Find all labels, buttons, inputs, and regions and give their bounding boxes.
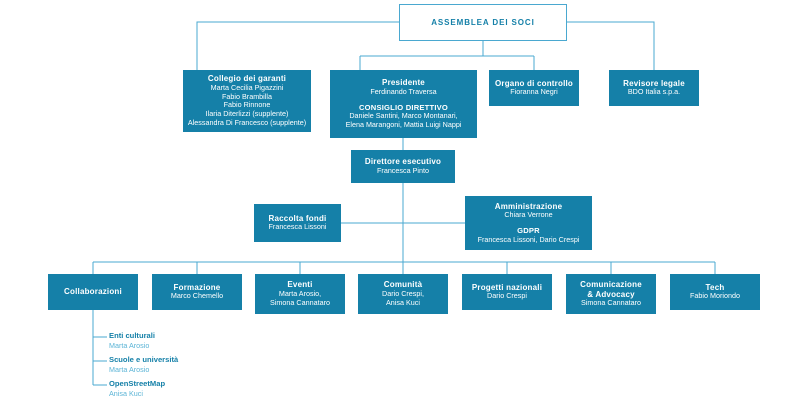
node-people: Simona Cannataro [581,298,641,308]
node-direttore-esecutivo[interactable]: Direttore esecutivo Francesca Pinto [351,150,455,183]
node-title: Comunità [383,280,423,290]
leaf-title: Scuole e università [109,355,179,364]
leaf-openstreetmap[interactable]: OpenStreetMap Anisa Kuci [109,379,165,398]
node-people: Marta Arosio, Simona Cannataro [270,289,330,307]
node-title: Formazione [173,282,221,292]
line-assemblea-to-collegio [196,21,399,70]
node-people: Fioranna Negri [510,87,558,97]
leaf-scuole-e-universita[interactable]: Scuole e università Marta Arosio [109,355,178,374]
node-subtitle-gdpr: GDPR [517,226,540,236]
node-department-comunita[interactable]: Comunità Dario Crespi, Anisa Kuci [358,274,448,314]
node-title: Organo di controllo [494,78,574,88]
node-title: Presidente [382,78,425,88]
leaf-title: Enti culturali [109,331,155,340]
node-title: Tech [705,282,725,292]
leaf-people: Marta Arosio [109,364,150,374]
node-assemblea-dei-soci[interactable]: ASSEMBLEA DEI SOCI [399,4,567,41]
line-assemblea-to-revisore [567,21,655,70]
node-people: Dario Crespi [487,291,527,301]
node-department-eventi[interactable]: Eventi Marta Arosio, Simona Cannataro [255,274,345,314]
node-department-progetti-nazionali[interactable]: Progetti nazionali Dario Crespi [462,274,552,310]
node-title: Direttore esecutivo [364,157,442,167]
node-collegio-dei-garanti[interactable]: Collegio dei garanti Marta Cecilia Pigaz… [183,70,311,132]
node-people: Chiara Verrone [504,210,553,220]
node-title: Collegio dei garanti [207,74,287,84]
node-sub-people: Daniele Santini, Marco Montanari, Elena … [345,111,462,129]
node-people: Marco Chemello [170,291,224,301]
node-people: Francesca Lissoni [268,222,327,232]
node-people: Ferdinando Traversa [370,87,437,97]
node-subtitle-consiglio-direttivo: CONSIGLIO DIRETTIVO [358,102,449,112]
node-people: Fabio Moriondo [690,291,740,301]
node-title: Revisore legale [623,78,685,88]
node-people: Francesca Pinto [377,165,429,175]
node-department-formazione[interactable]: Formazione Marco Chemello [152,274,242,310]
node-sub-people: Francesca Lissoni, Dario Crespi [477,234,580,244]
node-people: Marta Cecilia Pigazzini Fabio Brambilla … [187,82,307,128]
node-presidente[interactable]: Presidente Ferdinando Traversa CONSIGLIO… [330,70,477,138]
node-raccolta-fondi[interactable]: Raccolta fondi Francesca Lissoni [254,204,341,242]
node-revisore-legale[interactable]: Revisore legale BDO Italia s.p.a. [609,70,699,106]
node-title: ASSEMBLEA DEI SOCI [431,17,535,27]
leaf-people: Marta Arosio [109,340,150,350]
node-title: Eventi [287,280,313,290]
node-title: Raccolta fondi [268,213,327,223]
node-people: Dario Crespi, Anisa Kuci [382,289,424,307]
node-title: Progetti nazionali [471,282,543,292]
leaf-people: Anisa Kuci [109,388,143,398]
node-department-tech[interactable]: Tech Fabio Moriondo [670,274,760,310]
leaf-title: OpenStreetMap [109,379,166,388]
node-title: Amministrazione [494,201,563,211]
node-people: BDO Italia s.p.a. [627,87,681,97]
node-amministrazione[interactable]: Amministrazione Chiara Verrone GDPR Fran… [465,196,592,250]
node-title: Collaborazioni [64,287,122,297]
node-department-collaborazioni[interactable]: Collaborazioni [48,274,138,310]
node-title: Comunicazione & Advocacy [580,279,642,299]
node-department-comunicazione-advocacy[interactable]: Comunicazione & Advocacy Simona Cannatar… [566,274,656,314]
leaf-enti-culturali[interactable]: Enti culturali Marta Arosio [109,331,155,350]
node-organo-di-controllo[interactable]: Organo di controllo Fioranna Negri [489,70,579,106]
